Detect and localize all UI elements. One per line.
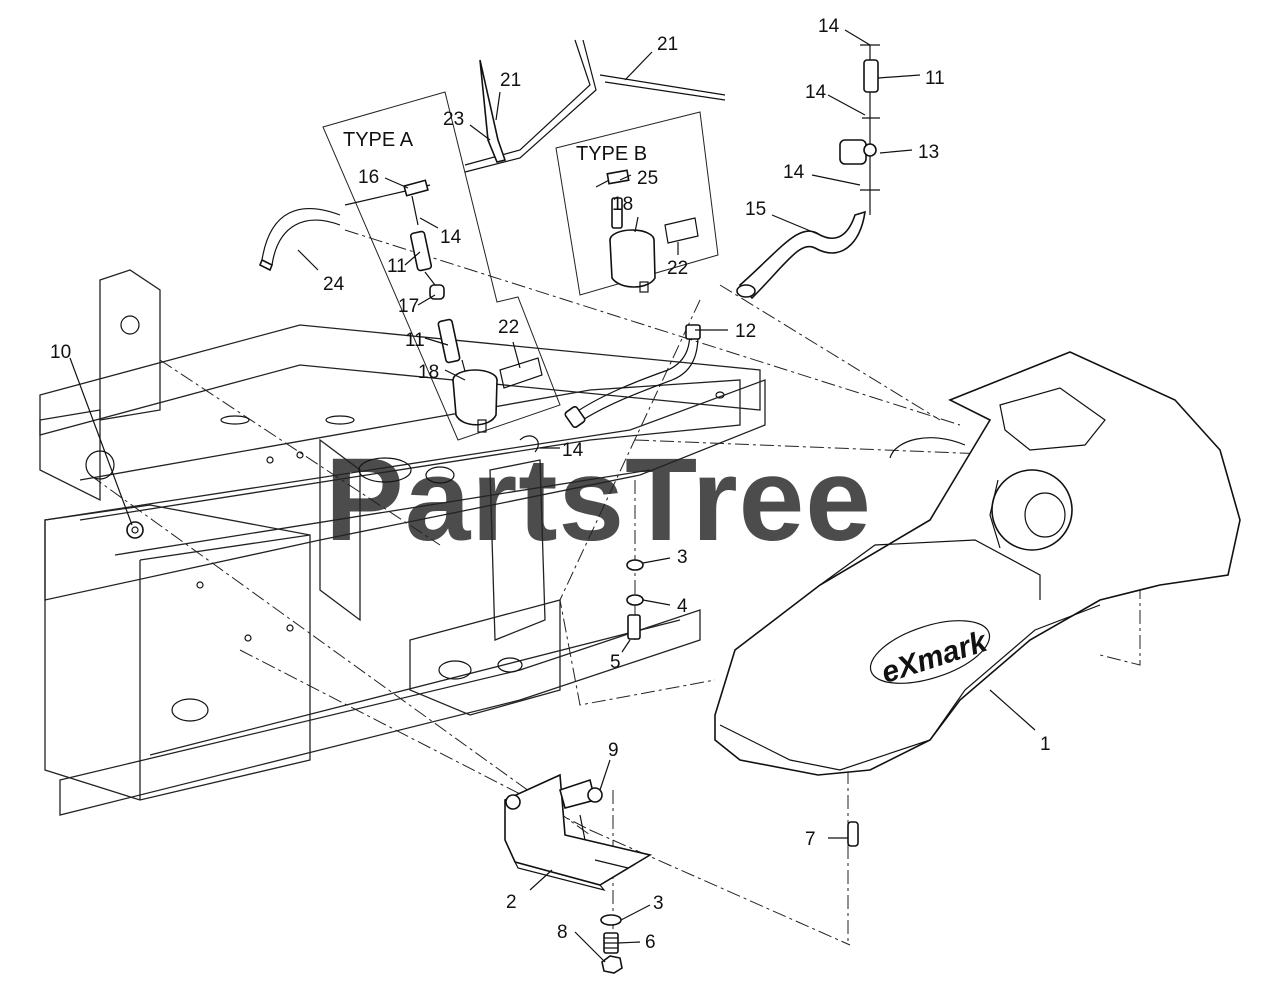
callout-2: 2 (506, 892, 517, 913)
callout-14: 14 (818, 16, 840, 37)
callout-8: 8 (557, 922, 568, 943)
leader-lines (69, 29, 1036, 963)
callout-18: 18 (612, 194, 633, 215)
callout-3: 3 (677, 547, 688, 568)
type-a-box: TYPE A (322, 91, 561, 441)
chassis-frame (39, 269, 766, 816)
callout-13: 13 (918, 142, 939, 163)
fuel-tank: eXmark (714, 351, 1241, 776)
callout-21: 21 (500, 70, 521, 91)
callout-11: 11 (387, 256, 407, 277)
callout-6: 6 (645, 932, 656, 953)
watermark: PartsTree (325, 434, 872, 566)
callout-3: 3 (653, 893, 664, 914)
callout-14: 14 (440, 227, 462, 248)
callout-23: 23 (443, 109, 464, 130)
fuel-lines (258, 39, 880, 453)
hardware (126, 521, 859, 974)
callout-11: 11 (405, 330, 425, 351)
callout-14: 14 (783, 162, 805, 183)
callout-12: 12 (735, 321, 756, 342)
callout-25: 25 (637, 168, 658, 189)
callout-21: 21 (657, 34, 678, 55)
type-b-label: TYPE B (576, 143, 647, 165)
callout-16: 16 (358, 167, 379, 188)
callout-7: 7 (805, 829, 816, 850)
callout-22: 22 (667, 258, 688, 279)
callout-4: 4 (677, 596, 688, 617)
callout-18: 18 (418, 362, 439, 383)
callout-labels: 21 21 23 16 14 11 17 11 18 22 24 25 18 2… (50, 16, 1051, 953)
type-a-label: TYPE A (343, 129, 414, 151)
callout-17: 17 (398, 296, 419, 317)
callout-15: 15 (745, 199, 766, 220)
callout-11: 11 (925, 68, 945, 89)
callout-9: 9 (608, 740, 619, 761)
callout-14: 14 (562, 440, 584, 461)
callout-14: 14 (805, 82, 827, 103)
callout-1: 1 (1040, 734, 1051, 755)
type-b-box: TYPE B (555, 111, 719, 296)
callout-5: 5 (610, 652, 621, 673)
callout-24: 24 (323, 274, 345, 295)
callout-22: 22 (498, 317, 519, 338)
callout-10: 10 (50, 342, 71, 363)
